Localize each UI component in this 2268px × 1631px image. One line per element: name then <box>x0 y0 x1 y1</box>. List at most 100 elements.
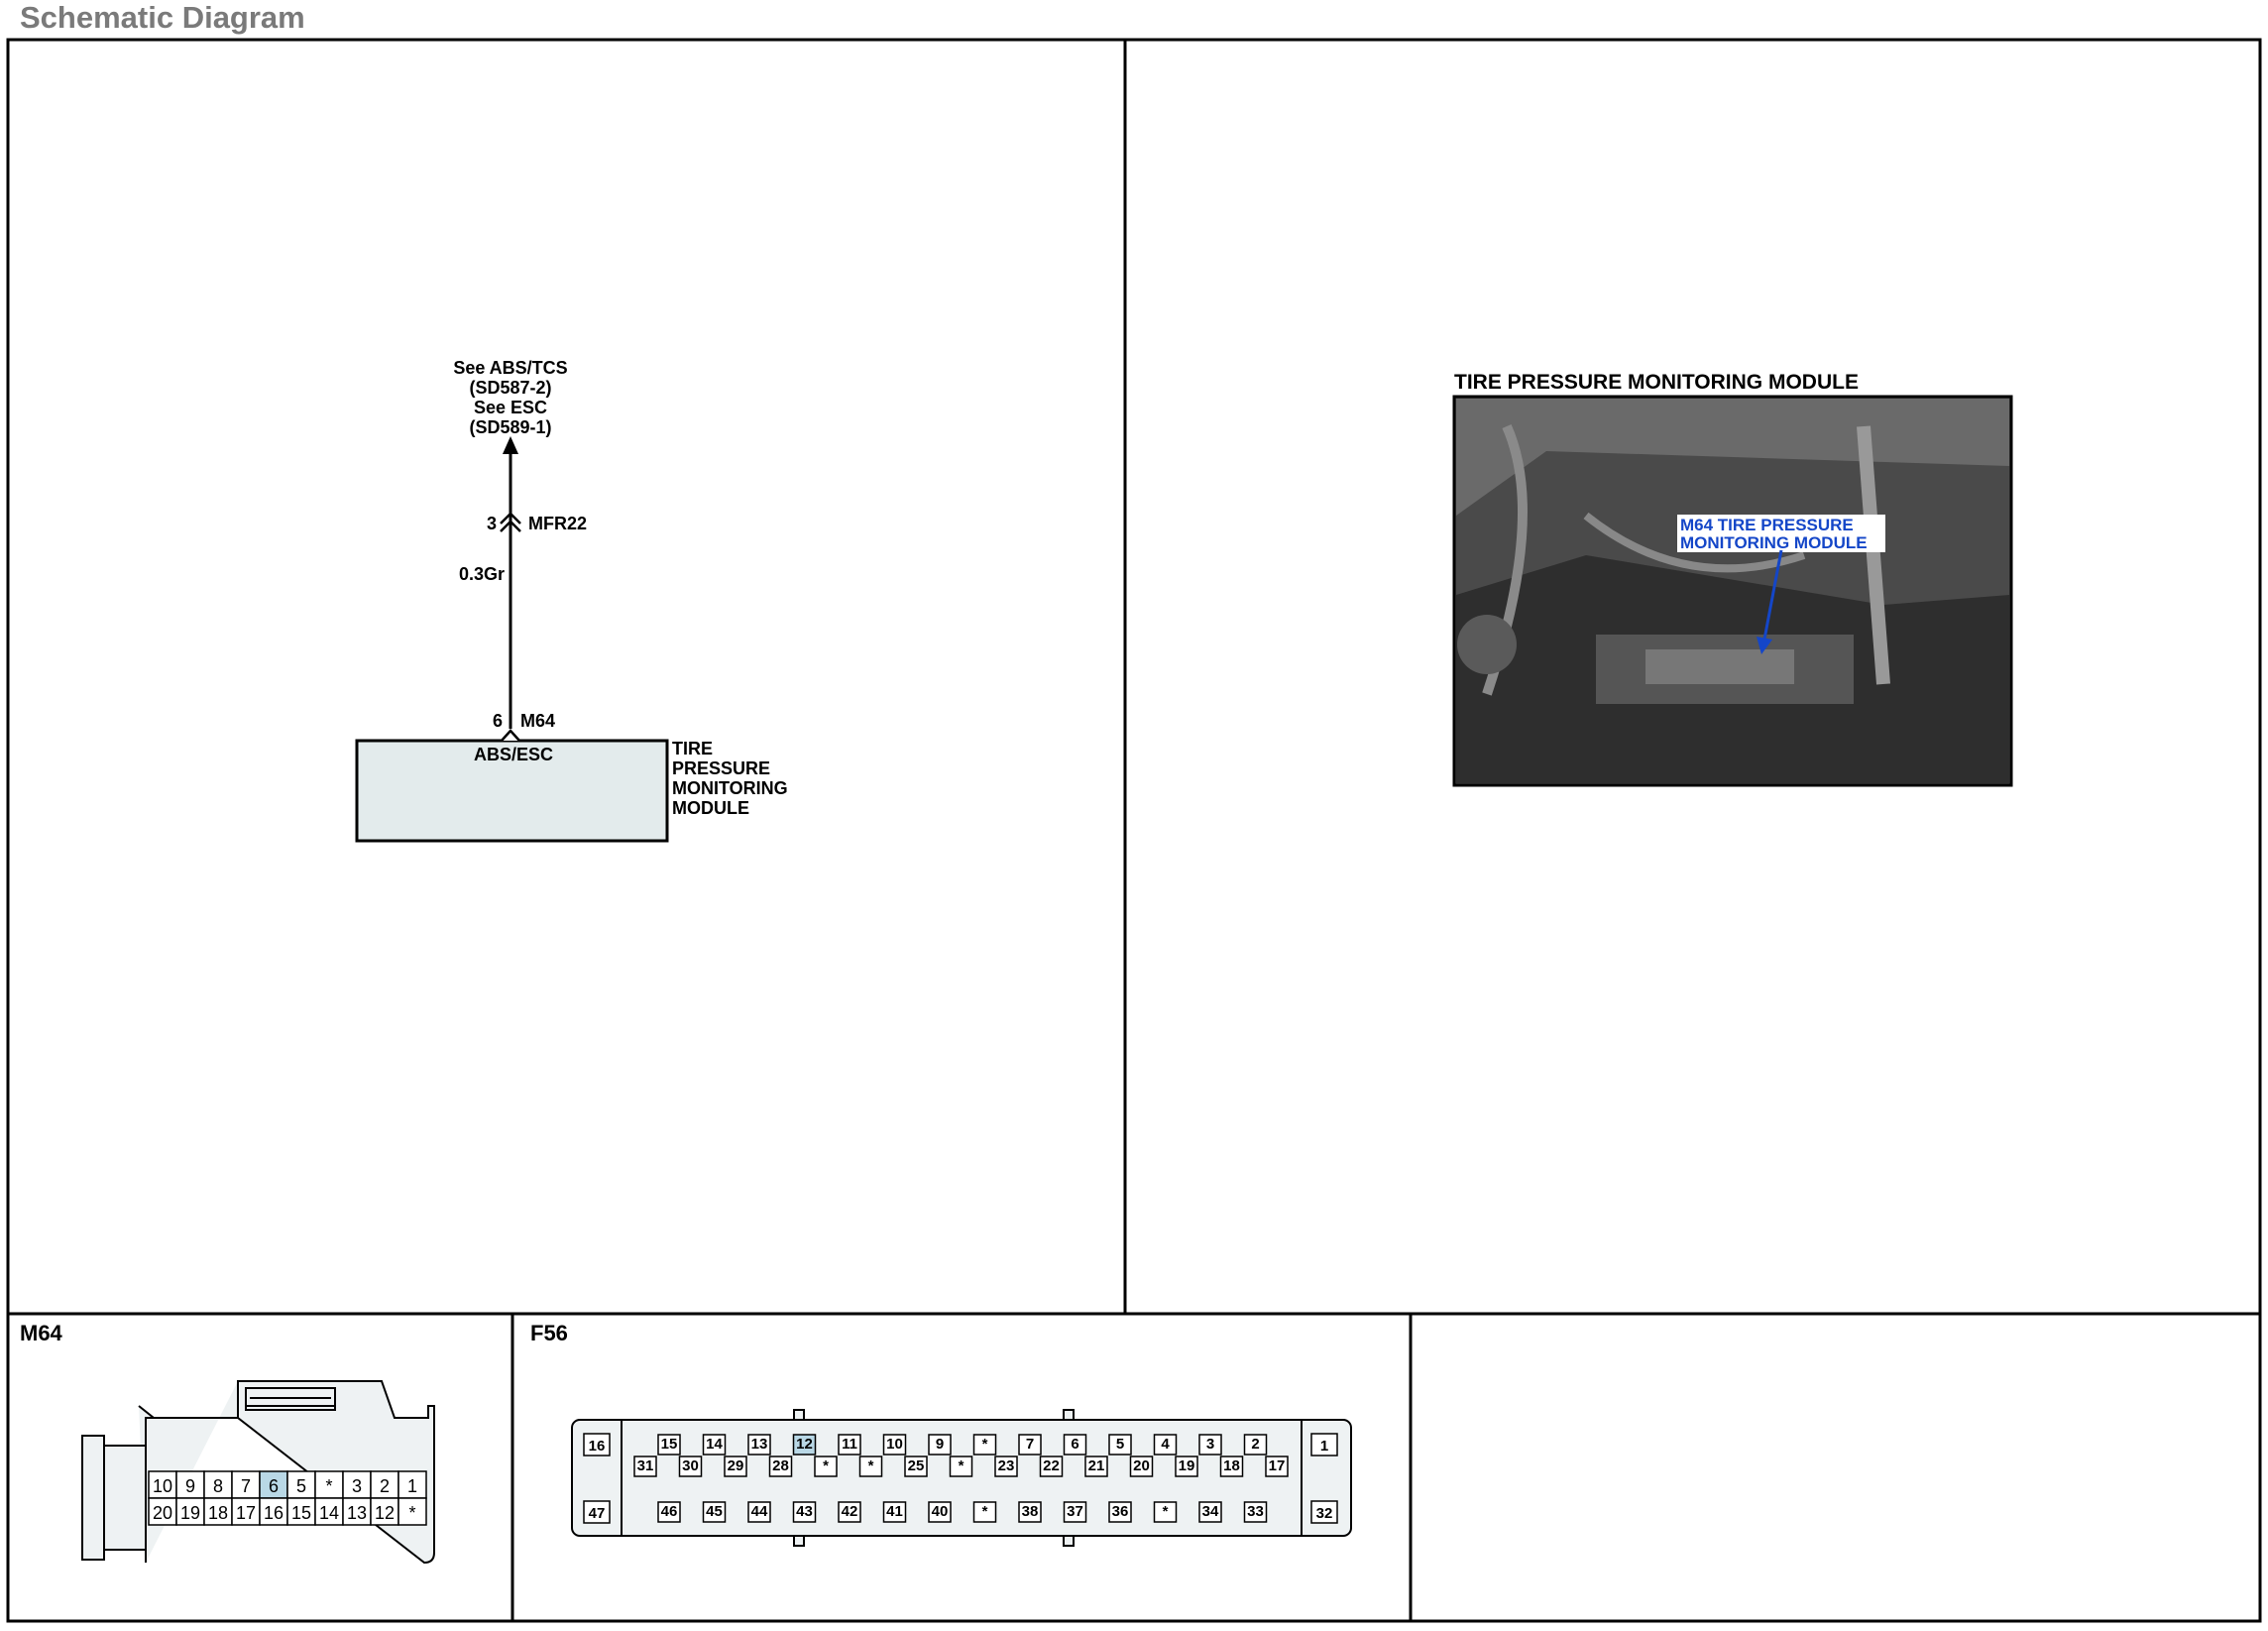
f56-pin-cell <box>1219 1456 1244 1477</box>
f56-pin-cell <box>1084 1456 1108 1477</box>
f56-pin-cell <box>1108 1434 1132 1456</box>
f56-pin: * <box>823 1457 829 1474</box>
f56-pin: * <box>982 1436 988 1453</box>
f56-pin: 7 <box>1026 1436 1034 1453</box>
f56-pin: 40 <box>932 1503 949 1520</box>
f56-pin-cell <box>1129 1456 1154 1477</box>
m64-pin: 14 <box>319 1503 339 1523</box>
callout-line-1: M64 TIRE PRESSURE <box>1680 516 1854 534</box>
f56-pin-cell <box>882 1434 907 1456</box>
upper-connector: MFR22 <box>528 514 587 533</box>
m64-pin: * <box>408 1503 415 1523</box>
f56-pin-cell <box>657 1434 681 1456</box>
f56-pin-cell <box>792 1501 817 1523</box>
f56-pin-cell <box>1265 1456 1289 1477</box>
f56-pin: 9 <box>936 1436 944 1453</box>
f56-pin-cell <box>657 1501 681 1523</box>
location-title: TIRE PRESSURE MONITORING MODULE <box>1454 371 1859 394</box>
f56-pin-cell <box>814 1456 838 1477</box>
m64-pin-cell <box>175 1470 205 1499</box>
callout-arrowhead-icon <box>1757 637 1772 654</box>
f56-pin: 38 <box>1022 1503 1039 1520</box>
f56-pin: 17 <box>1269 1457 1286 1474</box>
f56-pin: 36 <box>1112 1503 1129 1520</box>
f56-pin: * <box>982 1503 988 1520</box>
f56-pin-cell <box>1198 1434 1222 1456</box>
f56-pin: 16 <box>589 1438 606 1455</box>
m64-pin: 10 <box>153 1476 172 1496</box>
lower-connector: M64 <box>520 711 555 731</box>
m64-pin: 12 <box>375 1503 395 1523</box>
module-box-label: ABS/ESC <box>474 745 553 764</box>
ref-line-4: (SD589-1) <box>469 417 551 437</box>
f56-pin: 4 <box>1161 1436 1170 1453</box>
f56-pin-cell <box>1153 1501 1178 1523</box>
m64-pin-cell <box>397 1470 427 1499</box>
f56-pin-cell <box>1108 1501 1132 1523</box>
module-name-1: TIRE <box>672 739 713 758</box>
f56-pin-cell <box>904 1456 928 1477</box>
f56-pin: 44 <box>751 1503 768 1520</box>
f56-pin-cell <box>858 1456 883 1477</box>
m64-pin-cell <box>231 1497 261 1526</box>
f56-pin: * <box>959 1457 964 1474</box>
module-box <box>355 739 669 843</box>
f56-pin: 2 <box>1251 1436 1259 1453</box>
f56-pin: 11 <box>842 1436 857 1453</box>
f56-pin-cell <box>838 1434 861 1456</box>
f56-end-pins: 16 47 1 32 <box>583 1433 1338 1524</box>
m64-pin: 18 <box>208 1503 228 1523</box>
location-photo <box>1452 395 2013 787</box>
f56-pin: 45 <box>706 1503 723 1520</box>
f56-pin-cell <box>747 1434 771 1456</box>
f56-pin: 6 <box>1071 1436 1078 1453</box>
m64-pin-cell <box>203 1470 233 1499</box>
f56-pin: 41 <box>886 1503 903 1520</box>
f56-pin: 25 <box>908 1457 925 1474</box>
f56-pin-cell <box>633 1456 657 1477</box>
f56-pin-cell <box>724 1456 747 1477</box>
f56-pin-cell <box>768 1456 793 1477</box>
callout-arrow <box>1761 549 1783 645</box>
lower-pin: 6 <box>493 711 503 731</box>
f56-pin: 42 <box>842 1503 858 1520</box>
pin-terminal-icon <box>501 729 520 742</box>
f56-pin-cell <box>1175 1456 1198 1477</box>
location-panel: TIRE PRESSURE MONITORING MODULE M64 TIRE… <box>1452 371 2013 787</box>
f56-pin-cell <box>1198 1501 1222 1523</box>
f56-pin: 32 <box>1316 1505 1333 1522</box>
m64-pin: 9 <box>185 1476 195 1496</box>
f56-pin-cell <box>1243 1434 1268 1456</box>
f56-pin: 29 <box>728 1457 744 1474</box>
schematic-panel: See ABS/TCS (SD587-2) See ESC (SD589-1) … <box>355 358 788 843</box>
m64-pin: 15 <box>291 1503 311 1523</box>
f56-pin: 12 <box>796 1436 813 1453</box>
f56-pin: 23 <box>998 1457 1015 1474</box>
f56-pin: 14 <box>706 1436 723 1453</box>
f56-pin: * <box>1163 1503 1169 1520</box>
f56-pin: 47 <box>589 1505 606 1522</box>
m64-pin: * <box>325 1476 332 1496</box>
f56-pin-cell <box>838 1501 861 1523</box>
m64-pin-cell <box>314 1497 344 1526</box>
ref-line-1: See ABS/TCS <box>453 358 567 378</box>
ref-line-3: See ESC <box>474 398 547 417</box>
f56-pin-cell <box>928 1501 952 1523</box>
arrow-up-icon <box>503 436 518 454</box>
ref-line-2: (SD587-2) <box>469 378 551 398</box>
m64-pin: 17 <box>236 1503 256 1523</box>
f56-pin-cell <box>1018 1434 1042 1456</box>
f56-pin-cell <box>928 1434 952 1456</box>
m64-pin: 19 <box>180 1503 200 1523</box>
f56-pin-cell <box>972 1501 997 1523</box>
f56-pin: 28 <box>772 1457 789 1474</box>
f56-pin: 22 <box>1043 1457 1060 1474</box>
f56-pin: 31 <box>637 1457 654 1474</box>
m64-pin: 6 <box>269 1476 279 1496</box>
